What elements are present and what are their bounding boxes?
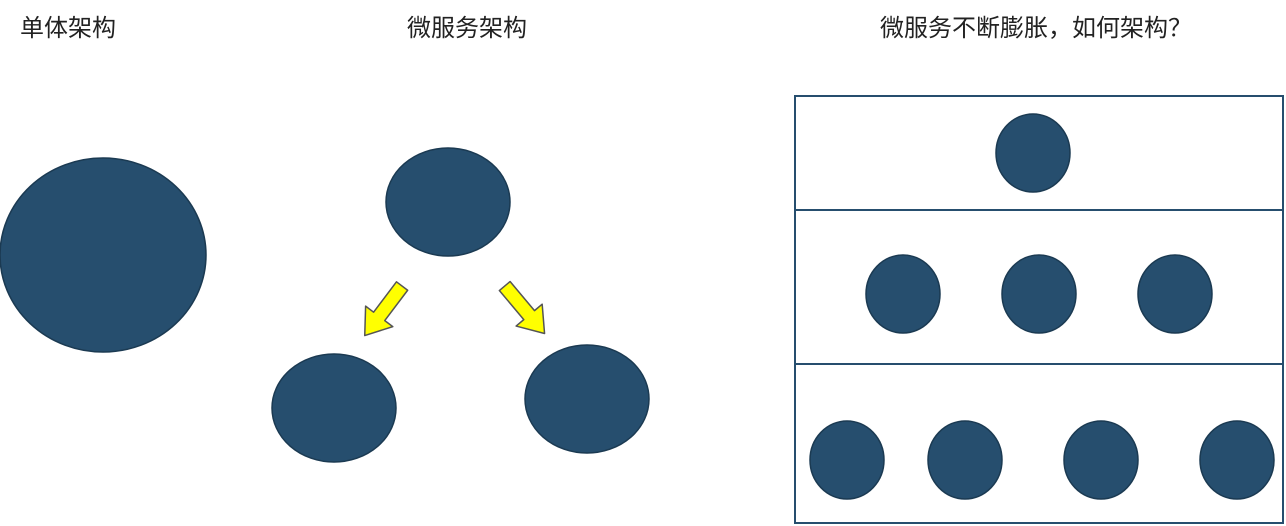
split-arrow-left (363, 281, 409, 337)
monolith-title: 单体架构 (20, 14, 116, 42)
layer-3-node (927, 420, 1003, 500)
layer-1-node (995, 113, 1071, 193)
layered-frame (794, 95, 1284, 524)
layer-2-node (865, 254, 941, 334)
layer-3-node (809, 420, 885, 500)
expanding-microservice-title: 微服务不断膨胀，如何架构？ (880, 14, 1192, 42)
microservice-child-node-right (524, 344, 650, 454)
layer-3-node (1199, 420, 1275, 500)
microservice-child-node-left (271, 353, 397, 463)
microservice-title: 微服务架构 (407, 14, 527, 42)
split-arrow-right (498, 280, 546, 335)
microservice-parent-node (385, 147, 511, 257)
monolith-node (0, 157, 207, 353)
layer-2-node (1137, 254, 1213, 334)
layer-3-node (1063, 420, 1139, 500)
layer-2-node (1001, 254, 1077, 334)
